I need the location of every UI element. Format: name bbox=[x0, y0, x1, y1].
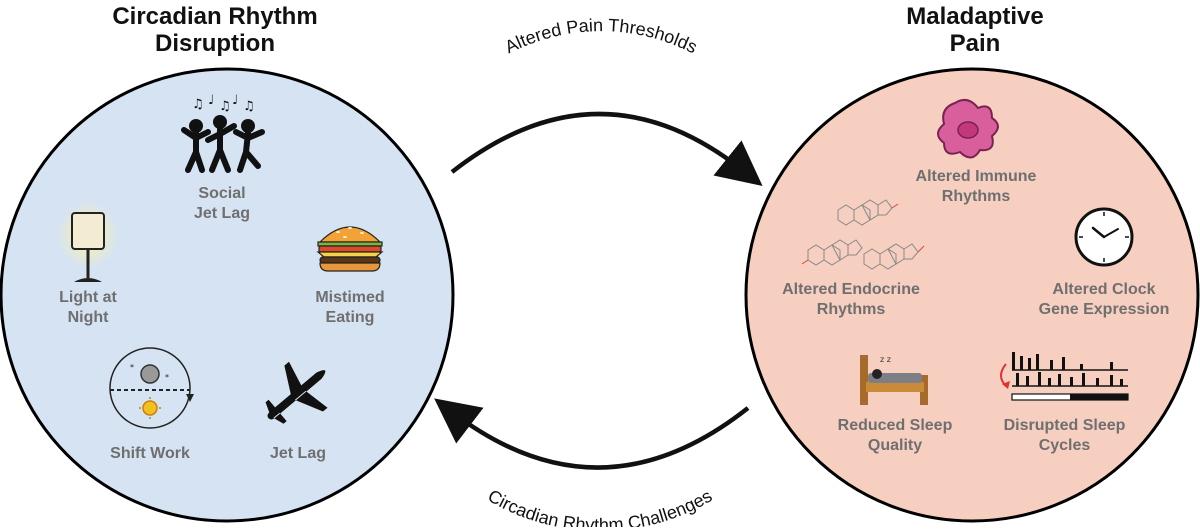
label-line: Reduced Sleep bbox=[837, 417, 953, 434]
top-arrow-label: Altered Pain Thresholds bbox=[502, 15, 701, 57]
label-line: Cycles bbox=[1038, 437, 1091, 454]
bottom-arrow bbox=[434, 398, 750, 470]
label-mistimed-eating: Mistimed Eating bbox=[295, 288, 405, 328]
label-sleep-quality: Reduced Sleep Quality bbox=[820, 416, 970, 456]
svg-text:*: * bbox=[130, 363, 134, 372]
svg-text:z z: z z bbox=[880, 355, 891, 364]
label-line: Jet Lag bbox=[193, 205, 250, 222]
label-immune: Altered Immune Rhythms bbox=[896, 167, 1056, 207]
right-title-line2: Pain bbox=[949, 30, 1001, 57]
label-line: Social bbox=[198, 185, 246, 202]
label-line: Altered Endocrine bbox=[782, 281, 920, 298]
label-light-at-night: Light at Night bbox=[38, 288, 138, 328]
right-title: Maladaptive Pain bbox=[860, 3, 1090, 57]
left-title: Circadian Rhythm Disruption bbox=[90, 3, 340, 57]
left-circle bbox=[0, 67, 455, 523]
right-title-line1: Maladaptive bbox=[906, 3, 1044, 30]
lamp-icon bbox=[58, 201, 118, 282]
bed-icon: z z bbox=[860, 355, 928, 405]
label-line: Gene Expression bbox=[1038, 301, 1170, 318]
burger-icon bbox=[316, 226, 384, 272]
label-shift-work: Shift Work bbox=[95, 444, 205, 464]
left-title-line2: Disruption bbox=[155, 30, 275, 57]
svg-text:♩: ♩ bbox=[232, 93, 238, 108]
svg-text:♫: ♫ bbox=[243, 99, 255, 114]
label-line: Jet Lag bbox=[269, 445, 326, 462]
label-line: Rhythms bbox=[816, 301, 886, 318]
label-line: Night bbox=[67, 309, 109, 326]
label-sleep-cycles: Disrupted Sleep Cycles bbox=[987, 416, 1142, 456]
label-line: Eating bbox=[325, 309, 375, 326]
label-endocrine: Altered Endocrine Rhythms bbox=[766, 280, 936, 320]
steroid-molecule-icon bbox=[801, 199, 925, 270]
label-line: Shift Work bbox=[110, 445, 190, 462]
right-circle bbox=[744, 67, 1200, 523]
label-line: Disrupted Sleep bbox=[1003, 417, 1126, 434]
airplane-icon bbox=[265, 361, 328, 424]
label-line: Rhythms bbox=[941, 188, 1011, 205]
label-line: Mistimed bbox=[315, 289, 385, 306]
left-title-line1: Circadian Rhythm bbox=[112, 3, 318, 30]
top-arrow bbox=[450, 111, 763, 187]
clock-icon bbox=[1074, 207, 1134, 267]
label-line: Altered Clock bbox=[1052, 281, 1156, 298]
svg-text:♫: ♫ bbox=[219, 99, 231, 114]
label-clock-gene: Altered Clock Gene Expression bbox=[1024, 280, 1184, 320]
label-line: Light at bbox=[59, 289, 117, 306]
label-line: Altered Immune bbox=[915, 168, 1037, 185]
immune-cell-icon bbox=[937, 98, 999, 159]
label-jet-lag: Jet Lag bbox=[253, 444, 343, 464]
dancing-people-icon: ♫♩♫ ♩♫ bbox=[181, 93, 265, 173]
label-social-jet-lag: Social Jet Lag bbox=[162, 184, 282, 224]
label-line: Quality bbox=[867, 437, 923, 454]
svg-text:*: * bbox=[165, 373, 169, 382]
svg-text:♫: ♫ bbox=[192, 97, 204, 112]
day-night-cycle-icon: * * bbox=[109, 347, 194, 429]
sleep-cycle-icon bbox=[1000, 352, 1129, 401]
svg-text:♩: ♩ bbox=[208, 93, 214, 108]
bottom-arrow-label: Circadian Rhythm Challenges bbox=[485, 486, 716, 527]
